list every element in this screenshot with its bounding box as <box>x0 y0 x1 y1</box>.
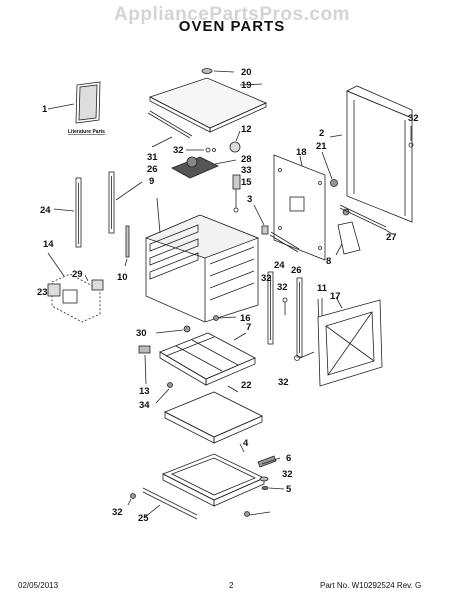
callout-32-f: 32 <box>282 469 293 480</box>
callout-20: 20 <box>241 67 252 78</box>
callout-labels: Literature Parts 1 2 3 4 5 6 7 8 9 10 11… <box>37 67 419 524</box>
footer-part-number: Part No. W10292524 Rev. G <box>320 581 422 590</box>
callout-6: 6 <box>286 453 291 464</box>
part-28-control-assembly <box>171 130 241 213</box>
part-22-pan <box>164 385 263 444</box>
callout-15: 15 <box>241 177 252 188</box>
callout-30: 30 <box>136 328 147 339</box>
footer-date: 02/05/2013 <box>18 581 59 590</box>
part-30-bolt <box>155 325 191 334</box>
callout-7: 7 <box>246 322 251 333</box>
callout-5: 5 <box>286 484 292 495</box>
part-10-rod <box>124 225 130 267</box>
oven-rack-tray <box>155 332 256 404</box>
callout-14: 14 <box>43 239 54 250</box>
watermark: AppliancePartsPros.com <box>114 4 350 25</box>
part-21-sensor <box>321 151 350 216</box>
callout-18: 18 <box>296 147 307 158</box>
part-24-rail-left <box>53 171 143 248</box>
page-title: OVEN PARTS <box>178 18 286 35</box>
part-9-oven-cavity <box>144 197 260 323</box>
callout-22: 22 <box>241 380 252 391</box>
part-27-rail <box>339 204 393 235</box>
part-13-bracket <box>138 345 151 385</box>
callout-4: 4 <box>243 438 249 449</box>
callout-3: 3 <box>247 194 252 205</box>
callout-24-left: 24 <box>40 205 51 216</box>
part-19-top-panel <box>148 68 268 133</box>
callout-24-right: 24 <box>274 260 285 271</box>
callout-19: 19 <box>241 80 252 91</box>
part-18-back-panel <box>273 154 326 261</box>
callout-32-a: 32 <box>173 145 184 156</box>
callout-23: 23 <box>37 287 48 298</box>
callout-32-b: 32 <box>408 113 419 124</box>
part-17-door <box>317 296 383 387</box>
callout-27: 27 <box>386 232 397 243</box>
part-25-bottom-rail <box>127 487 271 520</box>
callout-16: 16 <box>240 313 251 324</box>
part-16-screw <box>213 315 247 341</box>
callout-12: 12 <box>241 124 252 135</box>
callout-31: 31 <box>147 152 158 163</box>
part-1-literature <box>47 81 101 124</box>
callout-26-right: 26 <box>291 265 302 276</box>
callout-32-e: 32 <box>278 377 289 388</box>
part-6-clip <box>257 455 285 490</box>
part-31-strip <box>147 110 193 148</box>
footer-page-number: 2 <box>229 581 234 590</box>
callout-32-d: 32 <box>277 282 288 293</box>
callout-33: 33 <box>241 165 252 176</box>
callout-32-c: 32 <box>261 273 272 284</box>
page-footer: 02/05/2013 2 Part No. W10292524 Rev. G <box>0 581 464 595</box>
callout-29: 29 <box>72 269 83 280</box>
callout-34: 34 <box>139 400 150 411</box>
callout-13: 13 <box>139 386 150 397</box>
literature-parts-label: Literature Parts <box>68 129 105 135</box>
callout-25: 25 <box>138 513 149 524</box>
part-29-light-assembly <box>47 252 104 323</box>
part-8-bracket <box>335 221 361 256</box>
callout-2: 2 <box>319 128 324 139</box>
callout-1: 1 <box>42 104 48 115</box>
part-2-wrapper <box>329 85 414 223</box>
callout-26-left: 26 <box>147 164 158 175</box>
callout-10: 10 <box>117 272 128 283</box>
callout-21: 21 <box>316 141 327 152</box>
callout-32-g: 32 <box>112 507 123 518</box>
callout-9: 9 <box>149 176 154 187</box>
callout-17: 17 <box>330 291 341 302</box>
callout-11: 11 <box>317 283 328 294</box>
callout-28: 28 <box>241 154 252 165</box>
part-4-bottom-tray <box>162 443 265 507</box>
part-3-element <box>253 204 300 253</box>
callout-8: 8 <box>326 256 331 267</box>
